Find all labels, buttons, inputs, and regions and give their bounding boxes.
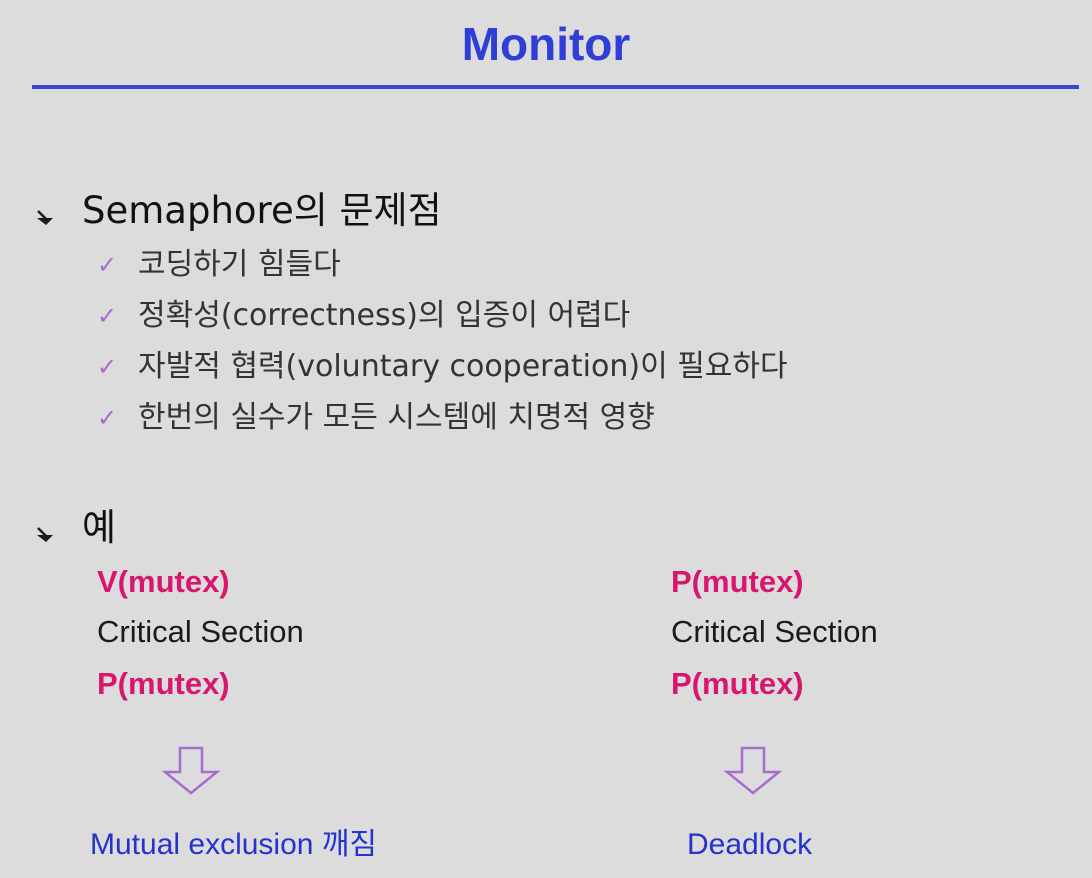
problem-item-text: 자발적 협력(voluntary cooperation)이 필요하다	[138, 349, 788, 384]
slide-title: Monitor	[461, 18, 631, 70]
problem-item: ✓ 한번의 실수가 모든 시스템에 치명적 영향	[97, 398, 655, 438]
bullet-arrow-icon	[37, 210, 53, 225]
left-down-arrow-icon	[162, 746, 220, 795]
problem-item: ✓ 자발적 협력(voluntary cooperation)이 필요하다	[97, 347, 788, 387]
right-line-3: P(mutex)	[671, 666, 804, 701]
right-line-1: P(mutex)	[671, 564, 804, 599]
right-down-arrow-icon	[724, 746, 782, 795]
left-line-1: V(mutex)	[97, 564, 230, 599]
problems-heading: Semaphore의 문제점	[82, 189, 442, 232]
checkmark-icon: ✓	[97, 353, 118, 381]
problem-item-text: 코딩하기 힘들다	[138, 247, 341, 282]
left-line-3: P(mutex)	[97, 666, 230, 701]
checkmark-icon: ✓	[97, 302, 118, 330]
problem-item: ✓ 정확성(correctness)의 입증이 어렵다	[97, 296, 630, 336]
bullet-arrow-icon	[37, 527, 53, 542]
checkmark-icon: ✓	[97, 404, 118, 432]
problem-item: ✓ 코딩하기 힘들다	[97, 245, 341, 285]
example-heading: 예	[82, 506, 117, 549]
problem-item-text: 한번의 실수가 모든 시스템에 치명적 영향	[138, 400, 655, 435]
right-result: Deadlock	[687, 828, 813, 861]
left-critical-section: Critical Section	[97, 614, 304, 649]
left-result: Mutual exclusion 깨짐	[90, 828, 377, 861]
title-divider	[32, 85, 1079, 89]
right-critical-section: Critical Section	[671, 614, 878, 649]
problem-item-text: 정확성(correctness)의 입증이 어렵다	[138, 298, 631, 333]
checkmark-icon: ✓	[97, 251, 118, 279]
